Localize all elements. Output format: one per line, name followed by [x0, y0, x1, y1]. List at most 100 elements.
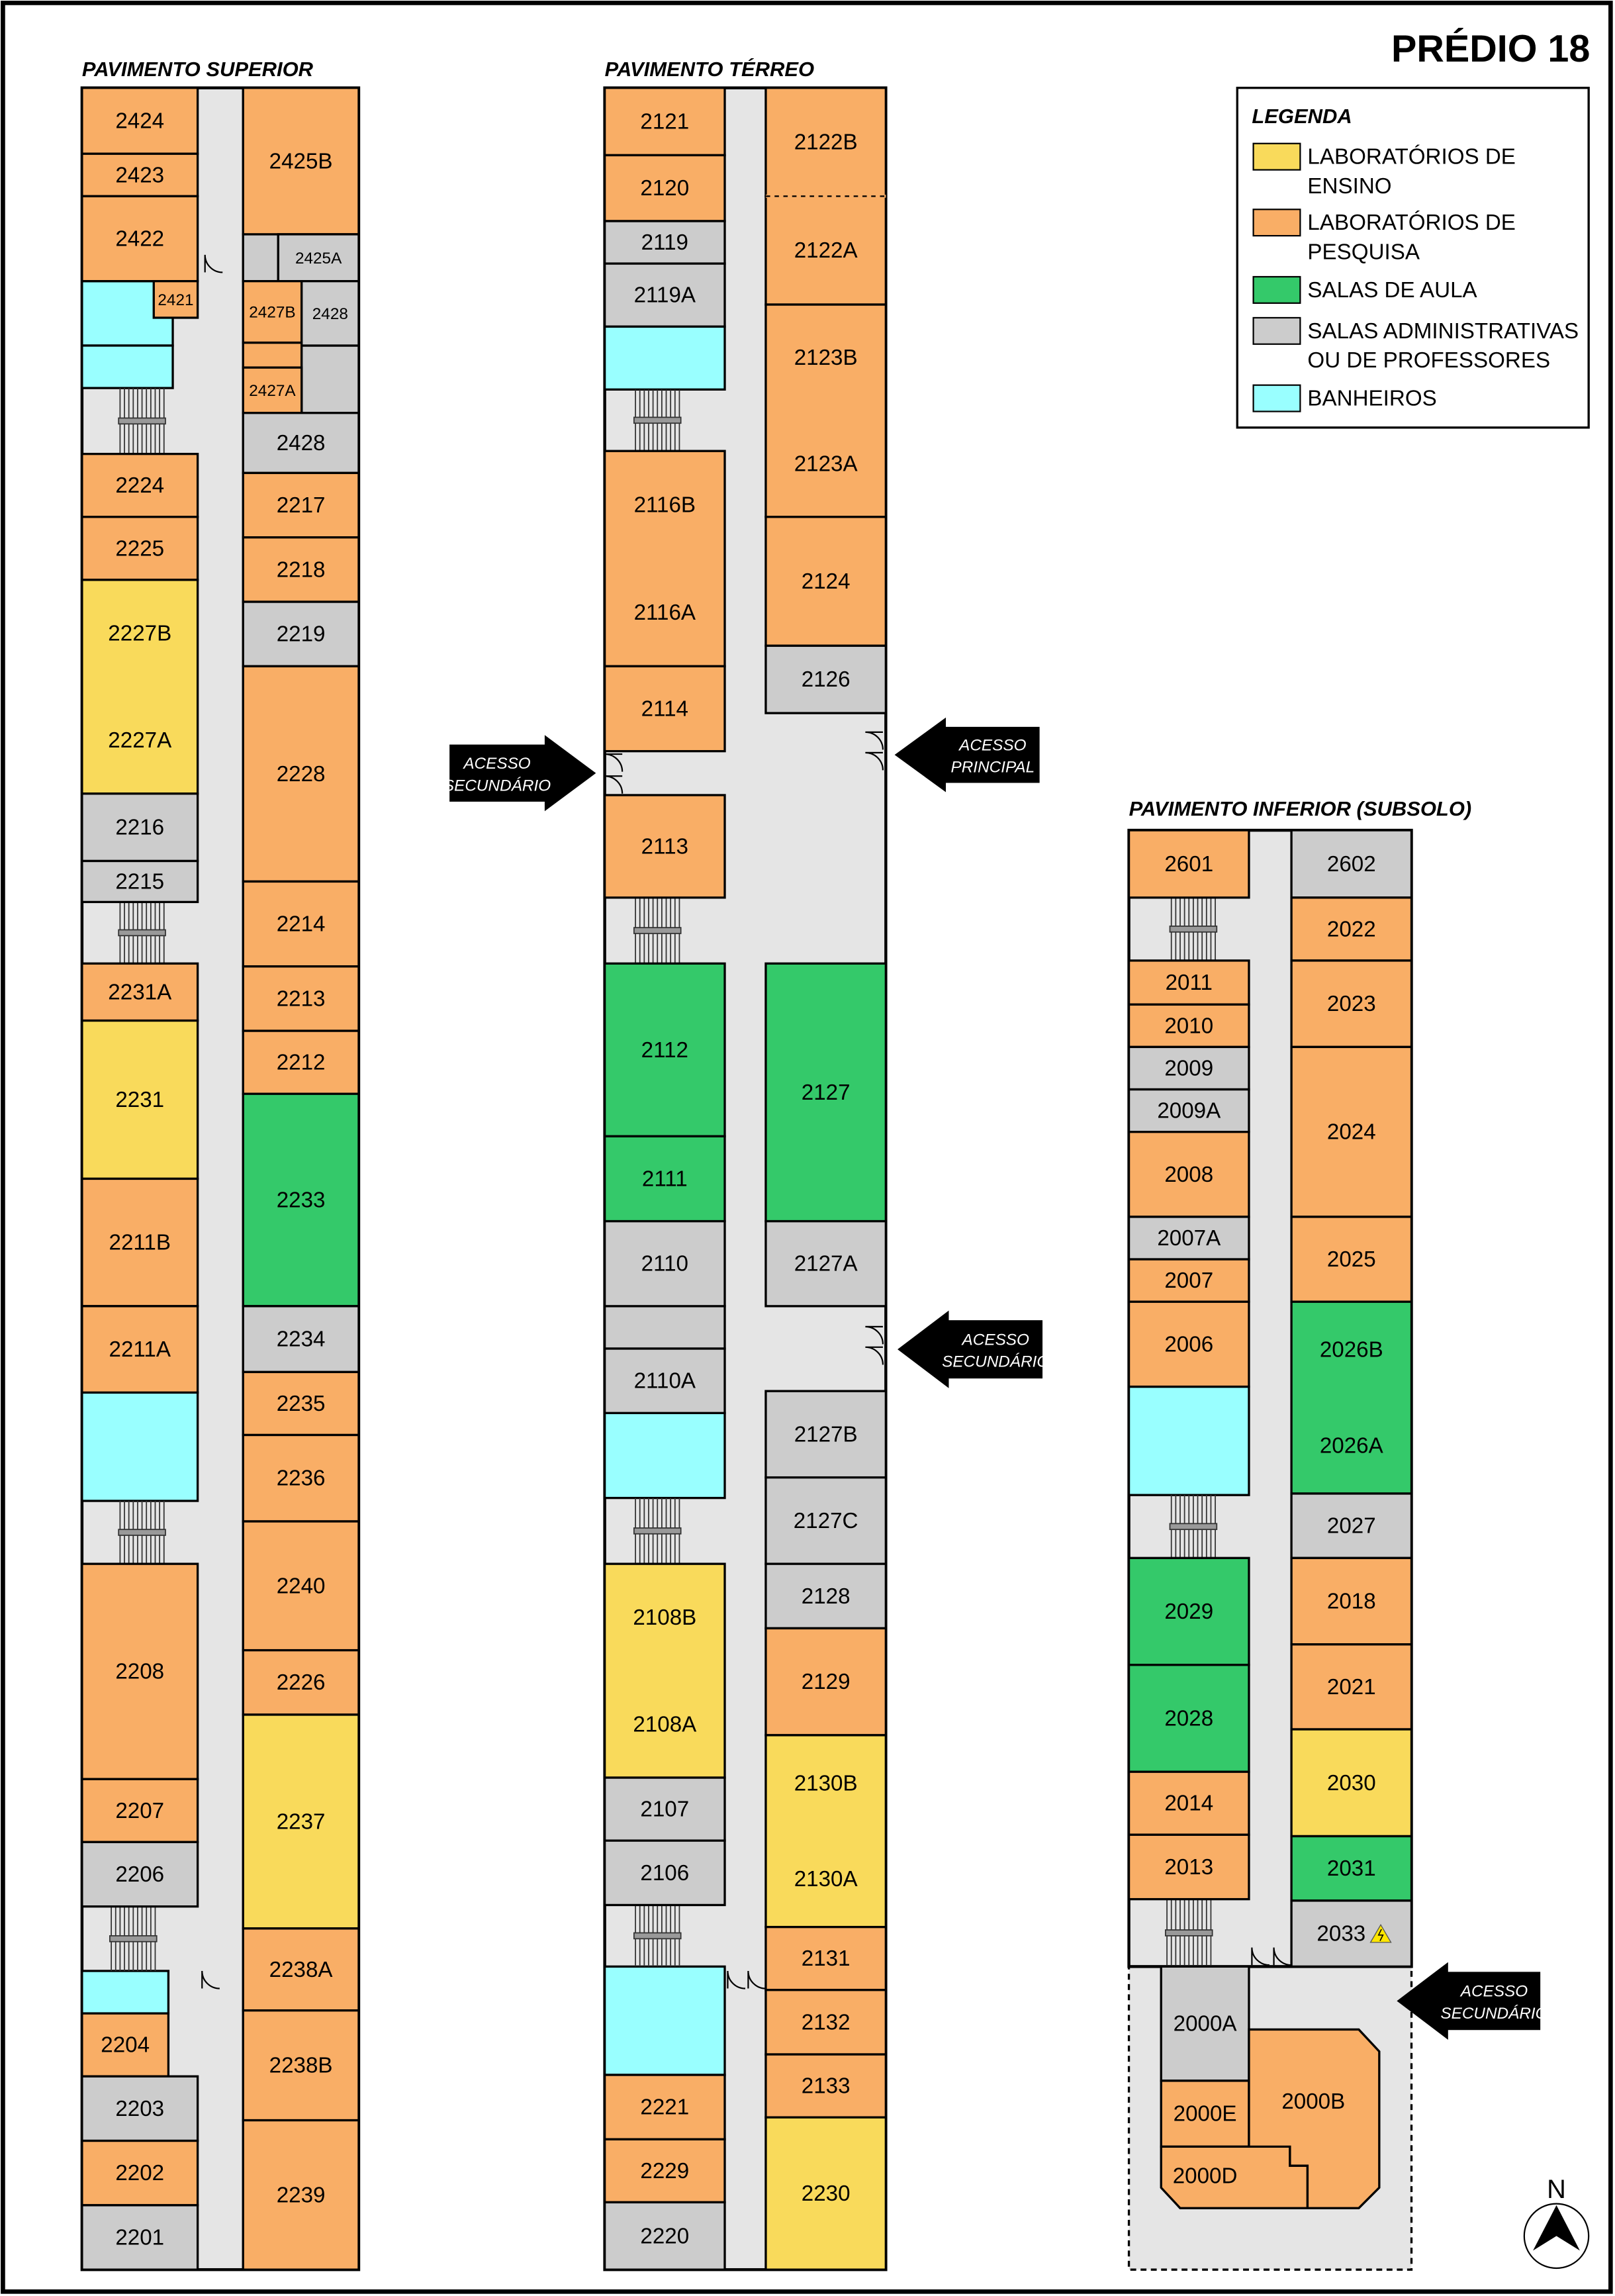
room-2121[interactable]: 2121	[603, 87, 726, 157]
room-2113[interactable]: 2113	[603, 794, 726, 899]
room-2022[interactable]: 2022	[1290, 896, 1413, 962]
room-2120[interactable]: 2120	[603, 154, 726, 222]
room-2217[interactable]: 2217	[242, 471, 360, 539]
room-2119[interactable]: 2119	[603, 220, 726, 265]
room-2202[interactable]: 2202	[81, 2139, 199, 2207]
room-2110[interactable]: 2110	[603, 1220, 726, 1308]
room-2009[interactable]: 2009	[1127, 1045, 1250, 1091]
room-2018[interactable]: 2018	[1290, 1556, 1413, 1646]
room-2238A[interactable]: 2238A	[242, 1927, 360, 2012]
room-2021[interactable]: 2021	[1290, 1643, 1413, 1731]
room-2219[interactable]: 2219	[242, 600, 360, 667]
room-2231[interactable]: 2231	[81, 1019, 199, 1180]
room-2030[interactable]: 2030	[1290, 1728, 1413, 1838]
room-2240[interactable]: 2240	[242, 1520, 360, 1652]
room-2129[interactable]: 2129	[764, 1627, 888, 1737]
room-2127B[interactable]: 2127B	[764, 1390, 888, 1479]
room-2213[interactable]: 2213	[242, 965, 360, 1032]
room-2211B[interactable]: 2211B	[81, 1177, 199, 1308]
room-2201[interactable]: 2201	[81, 2204, 199, 2271]
room-2000B[interactable]: 2000B	[1248, 2028, 1381, 2209]
room-2233[interactable]: 2233	[242, 1092, 360, 1308]
room-2122A[interactable]: 2122A	[764, 195, 888, 306]
room-2220[interactable]: 2220	[603, 2201, 726, 2271]
room-2226[interactable]: 2226	[242, 1649, 360, 1716]
room-2230[interactable]: 2230	[764, 2116, 888, 2271]
room-2218[interactable]: 2218	[242, 536, 360, 603]
room-2000E[interactable]: 2000E	[1160, 2080, 1250, 2148]
room-2425A[interactable]: 2425A	[277, 233, 360, 283]
room-2025[interactable]: 2025	[1290, 1216, 1413, 1303]
room-2229[interactable]: 2229	[603, 2138, 726, 2204]
room-2033[interactable]: 2033	[1290, 1899, 1413, 1968]
room-2132[interactable]: 2132	[764, 1989, 888, 2056]
room-2421[interactable]: 2421	[152, 279, 199, 319]
room-2427B[interactable]: 2427B	[242, 279, 303, 344]
room-2031[interactable]: 2031	[1290, 1835, 1413, 1902]
room-2006[interactable]: 2006	[1127, 1300, 1250, 1388]
room-2029[interactable]: 2029	[1127, 1556, 1250, 1666]
room-2224[interactable]: 2224	[81, 452, 199, 518]
room-2114[interactable]: 2114	[603, 665, 726, 753]
room-2127C[interactable]: 2127C	[764, 1476, 888, 1565]
room-2023[interactable]: 2023	[1290, 959, 1413, 1049]
room-2122B[interactable]: 2122B	[764, 87, 888, 198]
room-2422[interactable]: 2422	[81, 195, 199, 283]
room-2234[interactable]: 2234	[242, 1305, 360, 1374]
room-2237[interactable]: 2237	[242, 1713, 360, 1930]
room-2014[interactable]: 2014	[1127, 1770, 1250, 1836]
room-2212[interactable]: 2212	[242, 1029, 360, 1095]
room-2007A[interactable]: 2007A	[1127, 1216, 1250, 1261]
room-2131[interactable]: 2131	[764, 1925, 888, 1991]
room-2225[interactable]: 2225	[81, 516, 199, 581]
room-2127[interactable]: 2127	[764, 962, 888, 1223]
room-2228[interactable]: 2228	[242, 665, 360, 883]
room-2425B[interactable]: 2425B	[242, 87, 360, 236]
room-2127A[interactable]: 2127A	[764, 1220, 888, 1308]
room-2206[interactable]: 2206	[81, 1841, 199, 1908]
room-2111[interactable]: 2111	[603, 1135, 726, 1223]
room-2000D[interactable]: 2000D	[1160, 2145, 1309, 2209]
room-2238B[interactable]: 2238B	[242, 2009, 360, 2122]
room-2107[interactable]: 2107	[603, 1776, 726, 1842]
room-2214[interactable]: 2214	[242, 880, 360, 968]
room-2110A[interactable]: 2110A	[603, 1347, 726, 1414]
room-2124[interactable]: 2124	[764, 516, 888, 647]
room-2427A[interactable]: 2427A	[242, 366, 303, 414]
room-2203[interactable]: 2203	[81, 2075, 199, 2142]
room-2211A[interactable]: 2211A	[81, 1305, 199, 1394]
room-2000A[interactable]: 2000A	[1160, 1965, 1250, 2082]
room-2011[interactable]: 2011	[1127, 959, 1250, 1006]
room-2601[interactable]: 2601	[1127, 829, 1250, 899]
room-2239[interactable]: 2239	[242, 2119, 360, 2271]
room-2010[interactable]: 2010	[1127, 1003, 1250, 1049]
room-2008[interactable]: 2008	[1127, 1131, 1250, 1218]
room-2208[interactable]: 2208	[81, 1562, 199, 1780]
room-2126[interactable]: 2126	[764, 644, 888, 714]
room-2424[interactable]: 2424	[81, 87, 199, 155]
room-2216[interactable]: 2216	[81, 792, 199, 863]
room-2236[interactable]: 2236	[242, 1433, 360, 1523]
room-2215[interactable]: 2215	[81, 859, 199, 904]
room-2231A[interactable]: 2231A	[81, 962, 199, 1022]
room-2128[interactable]: 2128	[764, 1562, 888, 1630]
room-2009A[interactable]: 2009A	[1127, 1088, 1250, 1133]
room-2028[interactable]: 2028	[1127, 1664, 1250, 1773]
room-2024[interactable]: 2024	[1290, 1045, 1413, 1218]
room-2007[interactable]: 2007	[1127, 1258, 1250, 1303]
room-2204[interactable]: 2204	[81, 2012, 170, 2078]
room-2119A[interactable]: 2119A	[603, 262, 726, 328]
room-2423[interactable]: 2423	[81, 152, 199, 198]
room-2428[interactable]: 2428	[242, 412, 360, 475]
room-2133[interactable]: 2133	[764, 2053, 888, 2119]
room-2027[interactable]: 2027	[1290, 1492, 1413, 1559]
room-2112[interactable]: 2112	[603, 962, 726, 1137]
room-2013[interactable]: 2013	[1127, 1833, 1250, 1901]
room-2207[interactable]: 2207	[81, 1778, 199, 1844]
